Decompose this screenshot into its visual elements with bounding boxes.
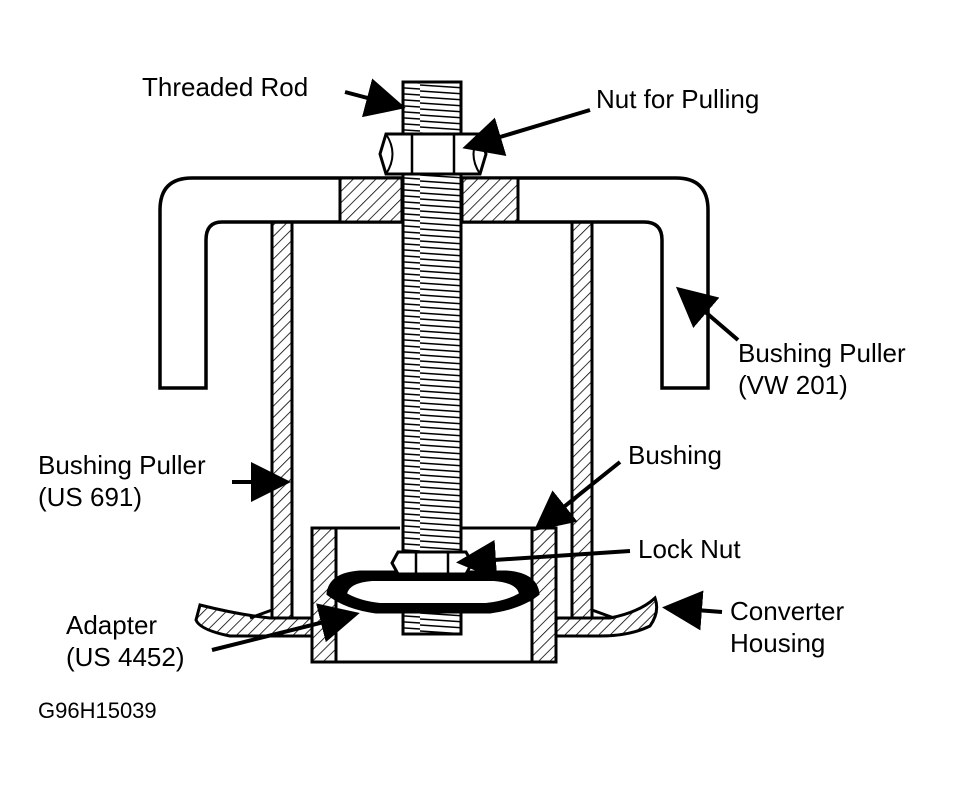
bushing-puller-vw-label-line1: Bushing Puller <box>738 338 906 368</box>
adapter-arrow <box>211 603 360 652</box>
bushing-label: Bushing <box>628 440 722 470</box>
bushing-puller-vw-arrow <box>675 286 740 342</box>
converter-housing-label-line2: Housing <box>730 628 825 658</box>
adapter-label-line1: Adapter <box>66 610 157 640</box>
bushing-puller-us-label-line1: Bushing Puller <box>38 450 206 480</box>
leader-arrows <box>211 78 740 652</box>
lock-nut-label: Lock Nut <box>638 534 741 564</box>
figure-code: G96H15039 <box>38 698 157 723</box>
threaded-rod-label: Threaded Rod <box>142 72 308 102</box>
bushing-arrow <box>533 460 622 531</box>
lock-nut-arrow <box>456 539 631 580</box>
adapter-label-line2: (US 4452) <box>66 642 185 672</box>
converter-housing-label-line1: Converter <box>730 596 844 626</box>
nut-for-pulling <box>378 132 488 176</box>
converter-housing-arrow <box>662 590 723 631</box>
threaded-rod-arrow <box>344 78 406 118</box>
lock-nut <box>390 550 474 576</box>
bushing <box>326 570 540 614</box>
bushing-puller-vw-label-line2: (VW 201) <box>738 370 848 400</box>
nut-for-pulling-label: Nut for Pulling <box>596 84 759 114</box>
bushing-puller-us-label-line2: (US 691) <box>38 482 142 512</box>
nut-for-pulling-arrow <box>462 108 591 156</box>
